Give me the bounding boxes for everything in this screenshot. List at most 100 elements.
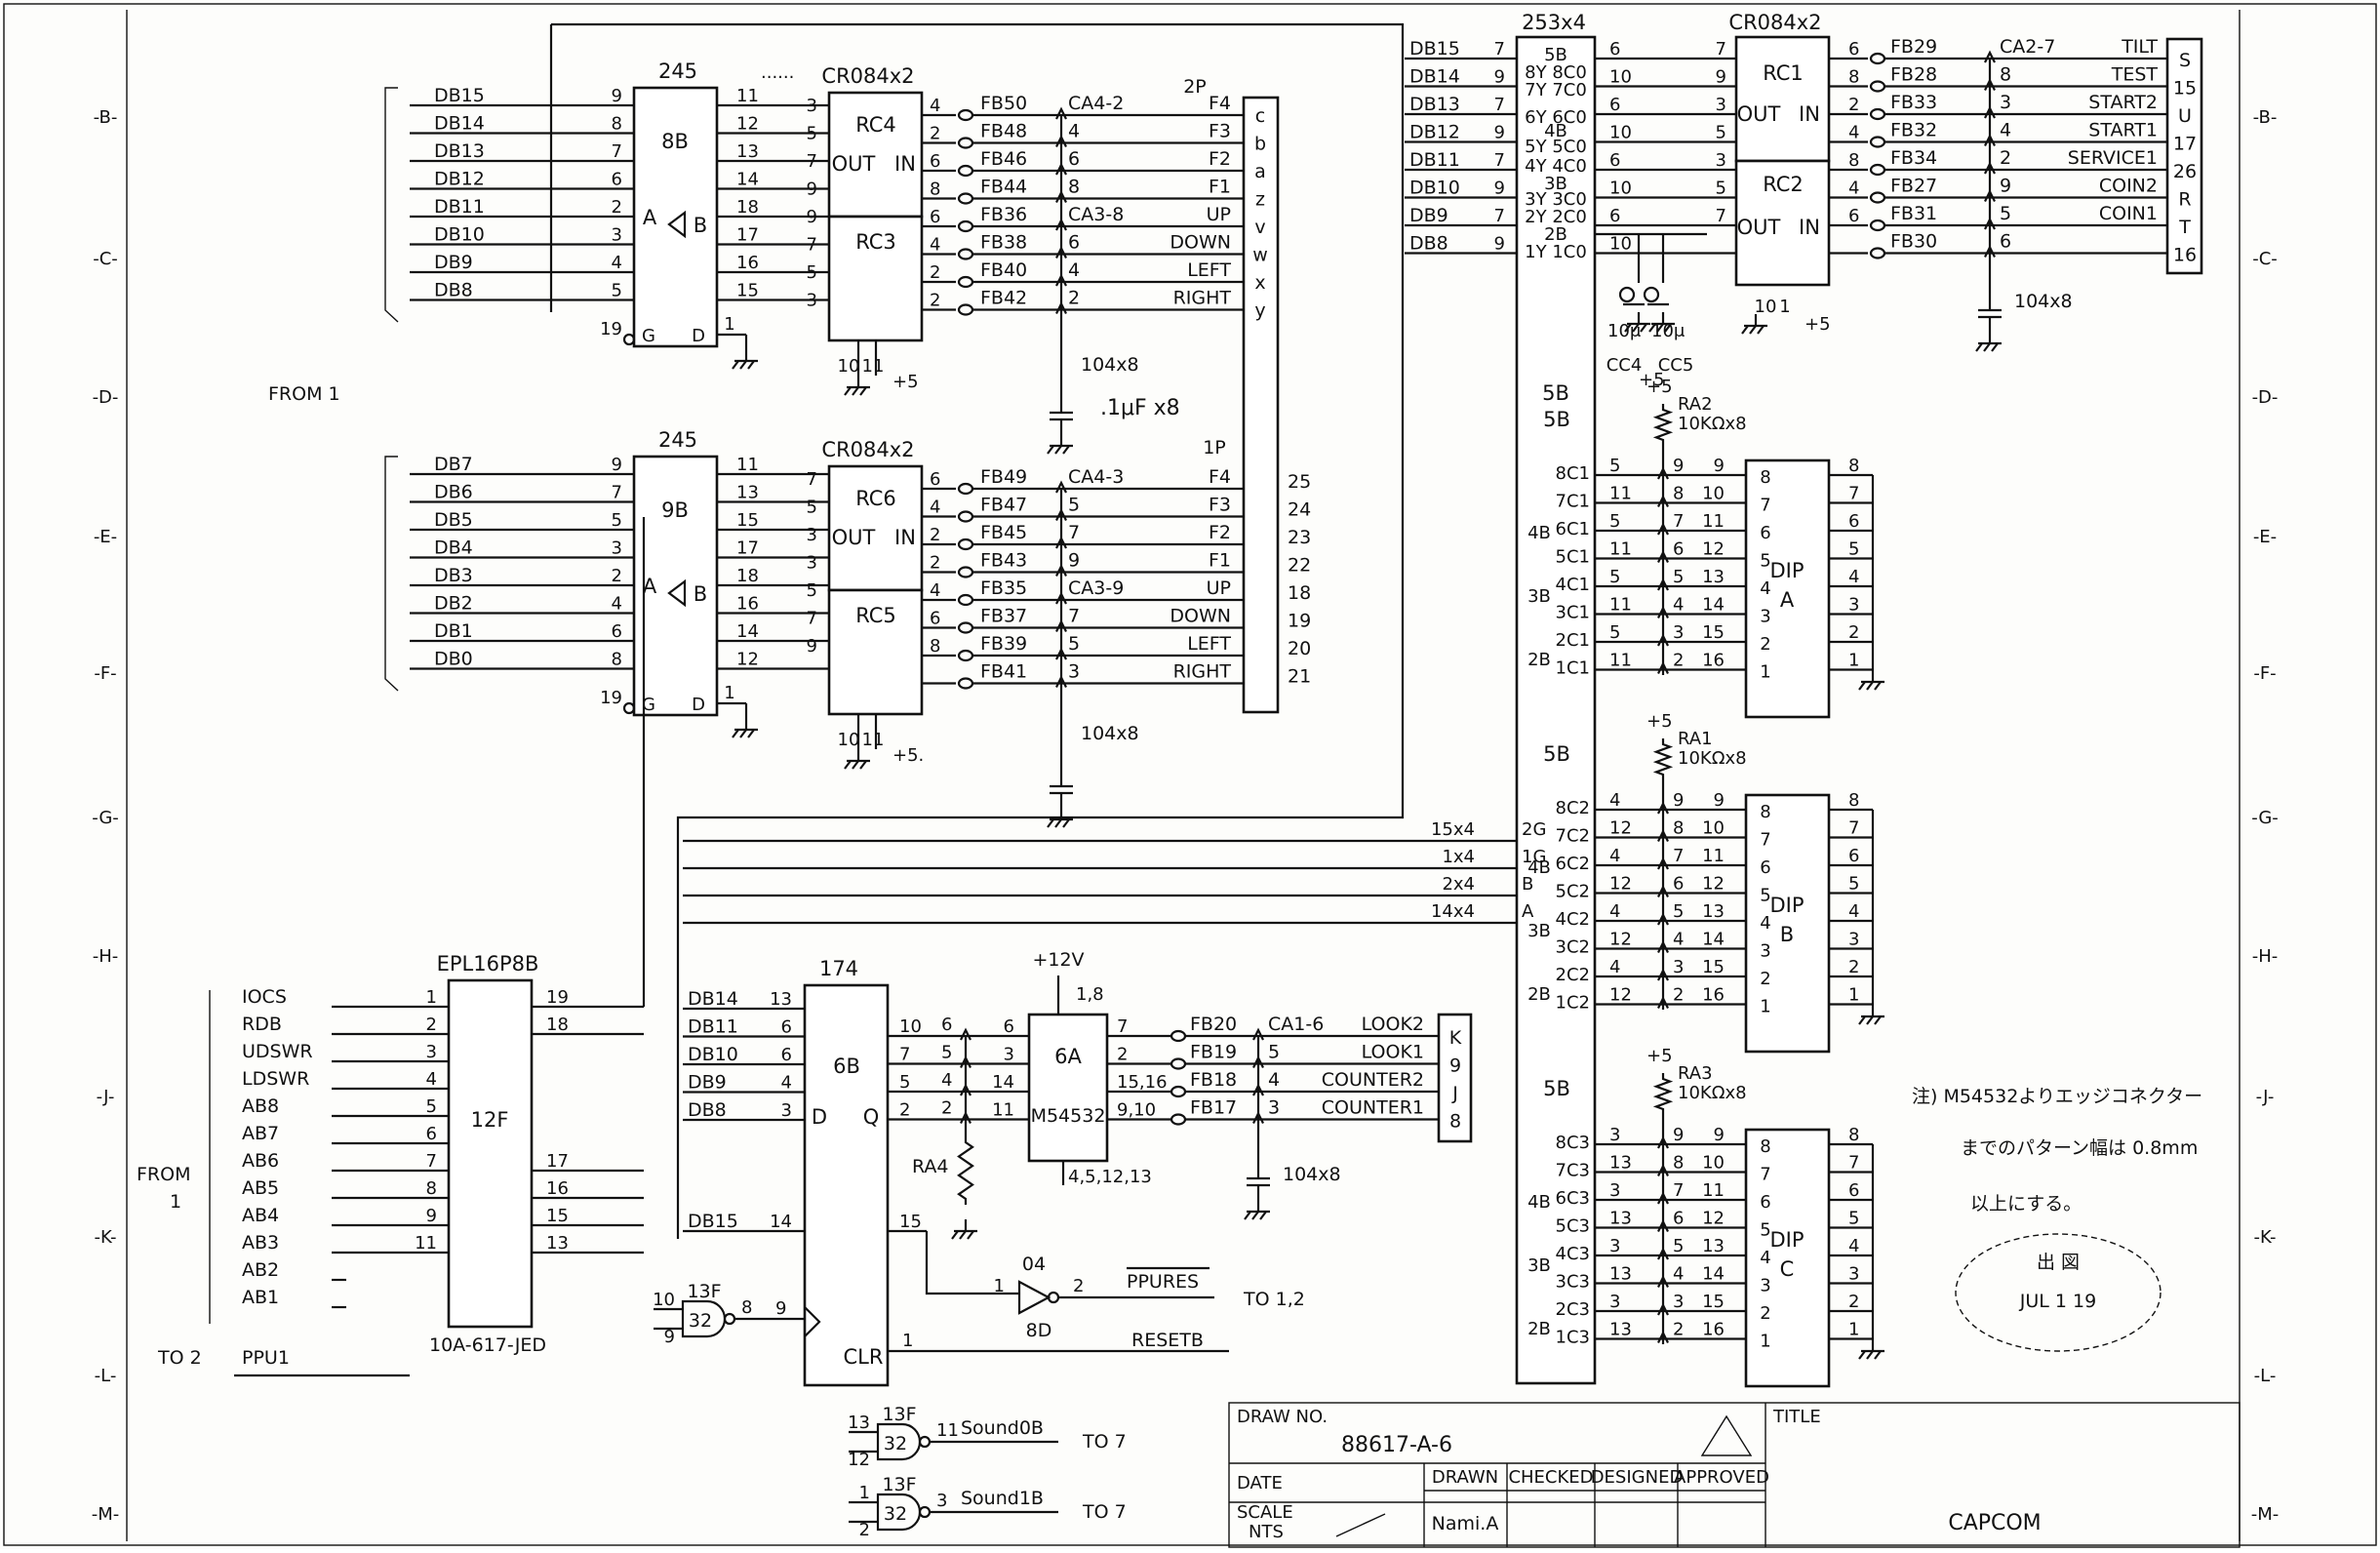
ferrite-bead: [1869, 219, 1886, 232]
dip-pin: 1: [1760, 1332, 1770, 1352]
resetb-signal: RESETB: [1131, 1330, 1204, 1351]
pin-number: 5: [1609, 511, 1620, 532]
latch-d: D: [812, 1105, 827, 1129]
ground-hatch: [732, 729, 739, 738]
connector-pin: a: [1254, 161, 1266, 182]
inversion-bubble: [918, 1435, 932, 1449]
dip-pin: 1: [1848, 1320, 1859, 1340]
pin-number: 18: [736, 197, 759, 218]
gate-label: G: [642, 326, 655, 346]
pin-number: 4: [1068, 259, 1080, 281]
pin-number: 10: [1702, 484, 1725, 504]
ground-hatch: [1866, 1350, 1874, 1360]
dip-pin: 5: [1848, 874, 1859, 895]
signal-name: COUNTER1: [1322, 1097, 1424, 1119]
buffer-8b-body: [632, 86, 719, 348]
cap-value: 104x8: [1081, 723, 1139, 744]
pin-number: 17: [736, 538, 759, 559]
pin-number: 4: [1609, 790, 1620, 811]
dip-a-body: [1744, 458, 1831, 719]
pal-input-signal: AB5: [242, 1177, 279, 1199]
db-label: DB15: [434, 85, 485, 106]
pin-number: 10: [1609, 179, 1632, 199]
electrolytic-cap: [1643, 286, 1660, 303]
ferrite-bead: [957, 649, 974, 662]
pin-number: 8: [612, 650, 622, 670]
dip-pin: 3: [1760, 1276, 1770, 1296]
note-line-3: 以上にする。: [1970, 1193, 2082, 1215]
pin-number: 5: [1068, 633, 1080, 655]
ground-hatch: [959, 1230, 967, 1240]
select-pin: 2G: [1522, 819, 1546, 840]
pin-number: 10: [1609, 234, 1632, 255]
pin-number: 4: [930, 96, 940, 116]
pin-number: 9: [2000, 176, 2011, 197]
pin-number: 9: [807, 636, 817, 657]
pin-number: 12: [736, 114, 759, 135]
ferrite-label: FB45: [980, 522, 1027, 543]
pin-number: 6: [781, 1045, 792, 1065]
pin-number: 5: [807, 580, 817, 601]
select-source: 1x4: [1442, 847, 1475, 867]
dip-pin: 5: [1848, 1209, 1859, 1229]
pin-number: 6: [1848, 206, 1859, 226]
pin-number: 11: [1609, 539, 1632, 560]
ferrite-bead: [957, 219, 974, 233]
pin-number: 8: [1673, 818, 1684, 839]
pin-number: 3: [1609, 1236, 1620, 1256]
pin-number: 2: [941, 1098, 952, 1119]
pal-12f-body: [447, 978, 534, 1329]
pin-number: 8: [1848, 150, 1859, 171]
connector-pin: U: [2178, 105, 2192, 127]
pin-number: 15: [899, 1212, 922, 1232]
signal-name: LEFT: [1187, 633, 1231, 655]
margin-letter-right: -L-: [2254, 1366, 2277, 1386]
dip-pin: 5: [1760, 551, 1770, 572]
pin-number: 6: [612, 170, 622, 190]
ferrite-label: FB39: [980, 633, 1027, 655]
latch-name: 6B: [833, 1055, 860, 1078]
db-label: DB14: [1409, 66, 1460, 88]
connector-pin: 8: [1449, 1111, 1461, 1133]
pin-number: 4: [1848, 123, 1859, 143]
dip-pin: 7: [1848, 484, 1859, 504]
dip-pin: 1: [1760, 662, 1770, 683]
margin-letter-right: -F-: [2253, 663, 2276, 684]
connector-pin: K: [1449, 1027, 1462, 1049]
db-label: DB9: [1409, 205, 1448, 226]
signal-name: SERVICE1: [2068, 147, 2158, 169]
ferrite-label: FB44: [980, 177, 1027, 198]
mux-pin-label: 2C2: [1556, 965, 1590, 985]
pin-number: 13: [1702, 567, 1725, 587]
pal-input-signal: IOCS: [242, 986, 287, 1008]
pin-number: 4: [1068, 121, 1080, 142]
to-7-label: TO 7: [1082, 1431, 1127, 1453]
pal-input-signal: AB2: [242, 1259, 279, 1281]
dip-pin: 3: [1848, 595, 1859, 616]
ground-hatch: [1054, 445, 1062, 455]
mux-group: 5B: [1543, 1077, 1570, 1100]
pin-number: 5: [1609, 567, 1620, 587]
cap-value: 104x8: [1283, 1164, 1341, 1185]
mux-group: 2B: [1527, 650, 1551, 670]
dir-label: D: [692, 326, 705, 346]
pin-number: 10: [1609, 123, 1632, 143]
pin-number: 6: [1068, 148, 1080, 170]
pin-number: 10: [838, 356, 860, 377]
ground-hatch: [1648, 323, 1656, 333]
ferrite-label: FB40: [980, 259, 1027, 281]
mux-pin-label: 4C1: [1556, 575, 1590, 595]
pal-part: EPL16P8B: [437, 952, 539, 976]
dip-pin: 4: [1848, 1236, 1859, 1256]
dip-id: B: [1780, 923, 1794, 946]
pin-number: 4: [612, 594, 622, 615]
pin-number: 5: [807, 124, 817, 144]
ferrite-bead: [957, 566, 974, 578]
latch-q: Q: [863, 1105, 880, 1129]
buffer-a: A: [643, 575, 657, 598]
ground-hatch: [844, 760, 852, 770]
pin-number: 2: [1848, 95, 1859, 115]
sound-signal: Sound0B: [961, 1417, 1044, 1439]
pin-number: 3: [1609, 1180, 1620, 1201]
pullup-arrow: [960, 1027, 972, 1041]
